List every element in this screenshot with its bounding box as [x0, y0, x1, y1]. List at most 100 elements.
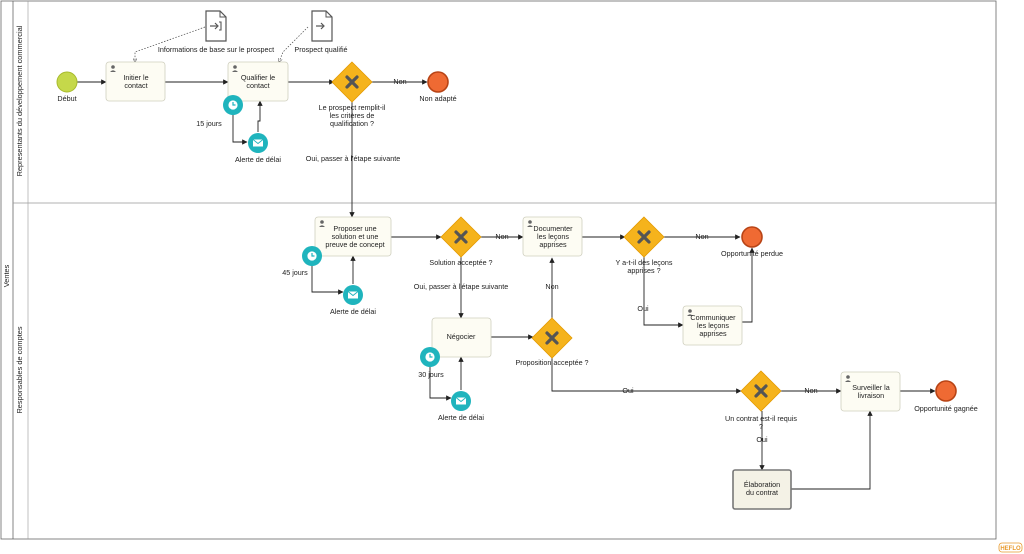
envelope-icon	[347, 291, 359, 299]
clock-icon	[307, 251, 317, 261]
task-label: les leçons	[537, 232, 569, 241]
pool: Ventes Representants du développement co…	[0, 0, 997, 540]
flow-label-no: Non	[804, 386, 817, 395]
task-label: Négocier	[447, 332, 476, 341]
svg-text:Un contrat est-il requis?: Un contrat est-il requis?	[725, 414, 797, 431]
timer-event[interactable]	[302, 246, 322, 266]
gateway-label: Solution acceptée ?	[429, 258, 492, 267]
gateway-label: Y a-t-il des leçons	[616, 258, 673, 267]
message-event[interactable]	[451, 391, 471, 411]
data-object-qualified-prospect[interactable]	[311, 10, 333, 42]
task-label: Documenter	[533, 224, 573, 233]
end-event-won[interactable]	[935, 380, 957, 402]
gateway-label: Le prospect remplit-il	[319, 103, 386, 112]
user-icon	[527, 220, 533, 227]
message-label: Alerte de délai	[438, 413, 484, 422]
gateway-qualification[interactable]	[331, 61, 373, 103]
gateway-proposal-accepted[interactable]	[531, 317, 573, 359]
user-icon	[319, 220, 325, 227]
task-label: solution et une	[332, 232, 379, 241]
gateway-label: Proposition acceptée ?	[515, 358, 588, 367]
output-arrow-icon	[316, 22, 325, 30]
gateway-lessons-learned[interactable]	[623, 216, 665, 258]
user-icon	[687, 309, 693, 316]
gateway-solution-accepted[interactable]	[440, 216, 482, 258]
data-object-label: Prospect qualifié	[294, 45, 347, 54]
data-object-label: Informations de base sur le prospect	[158, 45, 274, 54]
start-event-label: Début	[57, 94, 76, 103]
associations	[135, 26, 309, 62]
flow-label-yes: Oui	[622, 386, 634, 395]
task-label: du contrat	[746, 488, 778, 497]
task-label: preuve de concept	[325, 240, 384, 249]
task-label: contact	[246, 81, 269, 90]
exclusive-x-icon	[545, 331, 559, 345]
message-label: Alerte de délai	[330, 307, 376, 316]
task-label: contact	[124, 81, 147, 90]
message-event[interactable]	[248, 133, 268, 153]
gateway-label: les critères de	[330, 111, 375, 120]
user-icon	[845, 375, 851, 382]
svg-text:Négocier: Négocier	[447, 332, 476, 341]
flow-label-yes: Oui	[756, 435, 768, 444]
start-event[interactable]	[56, 71, 78, 93]
flow-label-no: Non	[695, 232, 708, 241]
clock-icon	[425, 352, 435, 362]
user-icon	[232, 65, 238, 72]
task-label: Communiquer	[690, 313, 736, 322]
timer-label: 30 jours	[418, 370, 444, 379]
gateway-label: Un contrat est-il requis	[725, 414, 797, 423]
user-icon	[110, 65, 116, 72]
envelope-icon	[455, 397, 467, 405]
timer-event[interactable]	[420, 347, 440, 367]
task-label: les leçons	[697, 321, 729, 330]
end-event-not-fit[interactable]	[427, 71, 449, 93]
flow-label-no: Non	[545, 282, 558, 291]
end-event-not-fit-label: Non adapté	[419, 94, 456, 103]
end-event-lost[interactable]	[741, 226, 763, 248]
input-arrow-icon	[210, 21, 222, 31]
task-label: Initier le	[123, 73, 148, 82]
exclusive-x-icon	[454, 230, 468, 244]
end-event-lost-label: Opportunité perdue	[721, 249, 783, 258]
timer-event[interactable]	[223, 95, 243, 115]
task-negotiate[interactable]: Négocier	[431, 317, 492, 358]
task-label: apprises	[699, 329, 727, 338]
heflo-logo: HEFLO	[998, 542, 1023, 553]
exclusive-x-icon	[754, 384, 768, 398]
gateway-contract-required[interactable]	[740, 370, 782, 412]
clock-icon	[228, 100, 238, 110]
lane-label-development: Representants du développement commercia…	[15, 25, 24, 176]
flow-label-yes: Oui, passer à l'étape suivante	[306, 154, 400, 163]
task-label: apprises	[539, 240, 567, 249]
data-object-prospect-info[interactable]	[205, 10, 227, 42]
sequence-flows	[77, 79, 936, 490]
message-event[interactable]	[343, 285, 363, 305]
timer-label: 45 jours	[282, 268, 308, 277]
message-label: Alerte de délai	[235, 155, 281, 164]
flow-label-yes: Oui	[637, 304, 649, 313]
exclusive-x-icon	[345, 75, 359, 89]
task-label: Qualifier le	[241, 73, 275, 82]
flow-label-yes: Oui, passer à l'étape suivante	[414, 282, 508, 291]
flow-label-no: Non	[393, 77, 406, 86]
task-label: Élaboration	[744, 480, 780, 489]
task-label: Proposer une	[333, 224, 376, 233]
task-label: livraison	[858, 391, 884, 400]
